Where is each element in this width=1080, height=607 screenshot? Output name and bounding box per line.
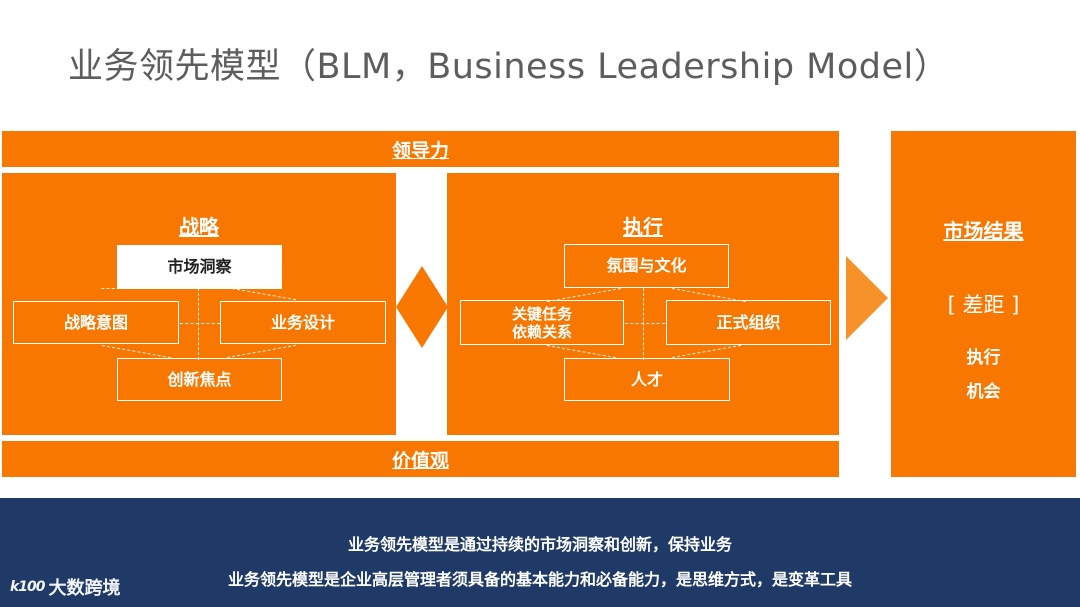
brand-logo: k100 大数跨境 xyxy=(10,574,121,600)
connector xyxy=(101,345,171,359)
critical-tasks-line2: 依赖关系 xyxy=(511,322,572,341)
execution-item: 执行 xyxy=(966,348,1001,368)
page-title: 业务领先模型（BLM，Business Leadership Model） xyxy=(68,47,950,87)
footer-line-2: 业务领先模型是企业高层管理者须具备的基本能力和必备能力，是思维方式，是变革工具 xyxy=(227,570,852,589)
connector xyxy=(625,323,665,324)
logo-mark: k100 xyxy=(10,579,46,595)
connector xyxy=(198,288,199,360)
critical-tasks-box: 关键任务 依赖关系 xyxy=(460,300,624,345)
connector xyxy=(231,288,297,301)
innovation-focus-box: 创新焦点 xyxy=(117,358,282,401)
formal-organization-box: 正式组织 xyxy=(666,300,831,345)
business-design-box: 业务设计 xyxy=(220,301,386,344)
strategy-panel: 战略 市场洞察 战略意图 业务设计 创新焦点 xyxy=(2,173,396,435)
execution-title: 执行 xyxy=(623,215,663,239)
opportunity-item: 机会 xyxy=(966,382,1001,402)
strategic-intent-box: 战略意图 xyxy=(13,301,179,344)
connector xyxy=(88,288,167,299)
critical-tasks-line1: 关键任务 xyxy=(511,304,572,323)
connector xyxy=(672,344,742,358)
diamond-connector xyxy=(396,266,448,348)
market-results-panel: 市场结果 [ 差距 ] 执行 机会 xyxy=(891,131,1076,477)
connector xyxy=(643,288,644,360)
market-insight-box: 市场洞察 xyxy=(117,245,282,289)
footer-band: 业务领先模型是通过持续的市场洞察和创新，保持业务 业务领先模型是企业高层管理者须… xyxy=(0,498,1080,607)
culture-box: 氛围与文化 xyxy=(564,244,729,288)
execution-panel: 执行 氛围与文化 关键任务 依赖关系 正式组织 人才 xyxy=(447,173,839,435)
market-results-title: 市场结果 xyxy=(943,219,1024,243)
connector xyxy=(546,345,616,359)
gap-label: [ 差距 ] xyxy=(947,293,1020,317)
leadership-bar: 领导力 xyxy=(2,131,839,167)
arrow-right-icon xyxy=(846,256,888,340)
leadership-label: 领导力 xyxy=(391,139,449,162)
connector xyxy=(227,344,297,358)
strategy-title: 战略 xyxy=(179,215,219,239)
logo-text: 大数跨境 xyxy=(48,578,121,599)
values-bar: 价值观 xyxy=(2,441,839,477)
talent-box: 人才 xyxy=(564,358,730,401)
connector xyxy=(180,323,220,324)
values-label: 价值观 xyxy=(391,449,449,472)
footer-line-1: 业务领先模型是通过持续的市场洞察和创新，保持业务 xyxy=(347,535,732,554)
